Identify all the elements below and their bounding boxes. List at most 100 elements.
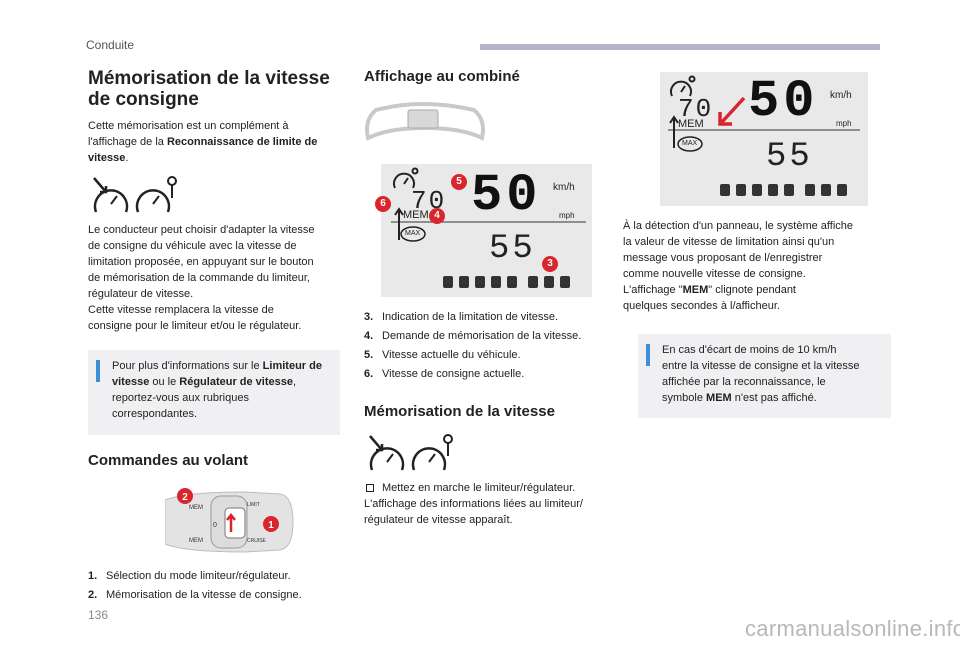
intro-bold: Reconnaissance de limite de vitesse [88, 136, 318, 164]
para-line: consigne pour le limiteur et/ou le régul… [88, 320, 302, 332]
item-text: Indication de la limitation de vitesse. [382, 311, 559, 323]
info-icon [96, 360, 100, 382]
step-text: régulateur de vitesse apparaît. [364, 514, 513, 526]
cluster-display-mem: 70 50 km/h mph MEM MAX 55 [660, 72, 868, 206]
unit-kmh: km/h [553, 182, 575, 193]
steering-controls-heading: Commandes au volant [88, 452, 249, 469]
cruise-label: CRUISE [247, 538, 267, 544]
memorisation-steps: Mettez en marche le limiteur/régulateur.… [364, 480, 614, 528]
title-line-1: Mémorisation de la vitesse [88, 68, 330, 89]
list-item: 2. Mémorisation de la vitesse de consigne… [88, 587, 348, 603]
para-line: quelques secondes à l/afficheur. [623, 300, 780, 312]
para-line: limitation proposée, en appuyant sur le … [88, 256, 314, 268]
controls-list: 1. Sélection du mode limiteur/régulateur.… [88, 568, 348, 606]
title-line-2: de consigne [88, 89, 199, 110]
info-box-reference: Pour plus d'informations sur le Limiteur… [88, 350, 340, 435]
unit-kmh: km/h [830, 90, 852, 101]
header-bar [480, 44, 880, 50]
item-text: Vitesse actuelle du véhicule. [382, 349, 521, 361]
para-line: message vous proposant de l/enregistrer [623, 252, 823, 264]
info-line: affichée par la reconnaissance, le [662, 376, 826, 388]
para-line: la valeur de vitesse de limitation ainsi… [623, 236, 835, 248]
para-line: de consigne du véhicule avec la vitesse … [88, 240, 297, 252]
info-bold: Régulateur de vitesse [179, 376, 293, 388]
section-label: Conduite [86, 38, 135, 52]
speed-memory-icon [93, 176, 177, 213]
list-item: 6. Vitesse de consigne actuelle. [364, 366, 614, 382]
item-text: Sélection du mode limiteur/régulateur. [106, 570, 291, 582]
zero-label: 0 [213, 522, 217, 529]
info-text: Pour plus d'informations sur le [112, 360, 263, 372]
unit-mph: mph [836, 119, 852, 128]
info-text: ou le [149, 376, 180, 388]
item-number: 2. [88, 589, 98, 601]
mem-label-top: MEM [189, 505, 203, 511]
item-number: 1. [88, 570, 98, 582]
step-text: L'affichage des informations liées au li… [364, 498, 583, 510]
intro-end: . [125, 152, 129, 164]
set-speed-value: 55 [766, 138, 813, 176]
description-paragraph: Le conducteur peut choisir d'adapter la … [88, 222, 348, 334]
info-box-mem: En cas d'écart de moins de 10 km/h entre… [638, 334, 891, 418]
para-bold: MEM [682, 284, 709, 296]
intro-text: Cette mémorisation est un complément à l… [88, 120, 289, 148]
speed-memory-icon [369, 434, 453, 471]
list-item: 1. Sélection du mode limiteur/régulateur. [88, 568, 348, 584]
unit-mph: mph [559, 211, 575, 220]
info-line: entre la vitesse de consigne et la vites… [662, 360, 860, 372]
page-number: 136 [88, 608, 109, 622]
para-line: régulateur de vitesse. [88, 288, 194, 300]
para-line: de mémorisation de la commande du limite… [88, 272, 310, 284]
info-text: symbole [662, 392, 707, 404]
badge-2-number: 2 [182, 492, 188, 503]
watermark: carmanualsonline.info [745, 616, 960, 641]
instrument-display-heading: Affichage au combiné [364, 68, 520, 85]
set-speed-value: 55 [489, 230, 536, 268]
list-item: 3. Indication de la limitation de vitesse… [364, 309, 614, 325]
cluster-display: 70 50 km/h mph MEM MAX 55 5 6 4 3 [375, 164, 592, 297]
info-text: , reportez-vous aux rubriques correspond… [112, 376, 297, 420]
current-speed-value: 50 [471, 166, 542, 225]
speed-memorisation-heading: Mémorisation de la vitesse [364, 403, 555, 420]
badge-1 [263, 516, 279, 532]
item-number: 6. [364, 368, 374, 380]
para-text: L'affichage " [623, 284, 683, 296]
badge-3: 3 [542, 256, 558, 272]
badge-1-number: 1 [268, 520, 274, 531]
list-item: 4. Demande de mémorisation de la vitesse. [364, 328, 614, 344]
item-number: 4. [364, 330, 374, 342]
intro-paragraph: Cette mémorisation est un complément à l… [88, 118, 338, 166]
para-line: À la détection d'un panneau, le système … [623, 220, 853, 232]
detection-paragraph: À la détection d'un panneau, le système … [623, 218, 893, 314]
display-legend-list: 3. Indication de la limitation de vitesse… [364, 309, 614, 385]
badge-5: 5 [451, 174, 467, 190]
item-text: Vitesse de consigne actuelle. [382, 368, 525, 380]
item-text: Mémorisation de la vitesse de consigne. [106, 589, 302, 601]
para-line: Le conducteur peut choisir d'adapter la … [88, 224, 315, 236]
mem-indicator: MEM [403, 209, 429, 221]
info-text: n'est pas affiché. [731, 392, 817, 404]
item-number: 5. [364, 349, 374, 361]
para-line: Cette vitesse remplacera la vitesse de [88, 304, 274, 316]
badge-4: 4 [429, 208, 445, 224]
page-title: Mémorisation de la vitesse de consigne [88, 68, 348, 110]
para-line: comme nouvelle vitesse de consigne. [623, 268, 806, 280]
badge-2 [177, 488, 193, 504]
info-bold: Limiteur de vitesse [112, 360, 322, 388]
info-icon [646, 344, 650, 366]
limit-speed-value: 70 [678, 94, 714, 124]
step-text: Mettez en marche le limiteur/régulateur. [382, 482, 576, 494]
max-indicator: MAX [682, 140, 698, 147]
limit-label: LIMIT [247, 502, 260, 508]
instrument-cluster-icon [365, 102, 485, 141]
max-indicator: MAX [405, 230, 421, 237]
item-text: Demande de mémorisation de la vitesse. [382, 330, 582, 342]
bullet-checkbox-icon [366, 484, 374, 492]
mem-label-bottom: MEM [189, 538, 203, 544]
info-bold: MEM [706, 392, 732, 404]
item-number: 3. [364, 311, 374, 323]
list-item: 5. Vitesse actuelle du véhicule. [364, 347, 614, 363]
badge-6: 6 [375, 196, 391, 212]
info-line: En cas d'écart de moins de 10 km/h [662, 344, 837, 356]
para-text: " clignote pendant [708, 284, 796, 296]
